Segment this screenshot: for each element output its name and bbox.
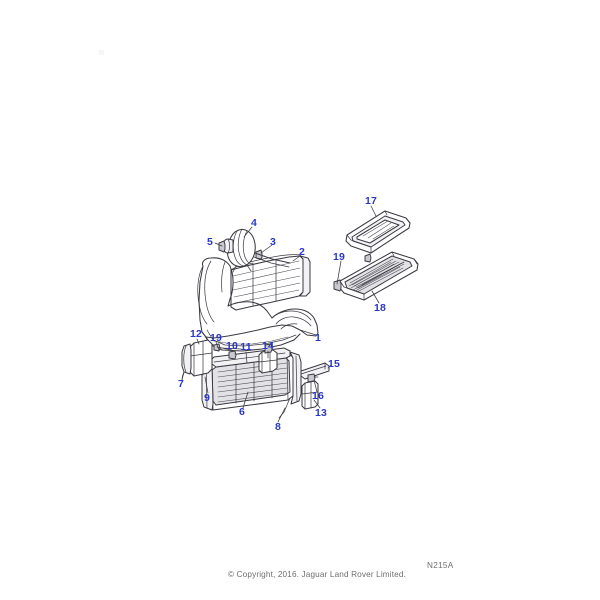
- duct-housing-block: [181, 339, 213, 382]
- callout-8: 8: [274, 420, 282, 433]
- callout-2: 2: [298, 245, 306, 258]
- callout-15: 15: [327, 357, 341, 370]
- callout-9: 9: [203, 391, 211, 404]
- callout-18: 18: [373, 301, 387, 314]
- callout-13: 13: [314, 406, 328, 419]
- callout-19-left: 19: [209, 331, 223, 344]
- leader-lines: [181, 205, 380, 423]
- callout-3: 3: [269, 235, 277, 248]
- callout-16: 16: [311, 389, 325, 402]
- callout-19-upper: 19: [332, 250, 346, 263]
- heater-duct-assembly: [197, 254, 319, 352]
- callout-4: 4: [250, 216, 258, 229]
- callout-5: 5: [206, 235, 214, 248]
- callout-1: 1: [314, 331, 322, 344]
- callout-6: 6: [238, 405, 246, 418]
- mounting-bracket-right: [301, 373, 319, 410]
- vent-flap-actuator: [258, 343, 278, 374]
- figure-reference: N215A: [427, 561, 454, 570]
- flexible-bellows-hose: [218, 228, 291, 273]
- copyright-notice: © Copyright, 2016. Jaguar Land Rover Lim…: [228, 570, 406, 579]
- callout-7: 7: [177, 377, 185, 390]
- small-fixings: [213, 343, 240, 360]
- callout-17: 17: [364, 194, 378, 207]
- callout-14: 14: [261, 339, 275, 352]
- callout-12: 12: [189, 327, 203, 340]
- vent-bezel-frame: [345, 210, 411, 254]
- callout-10: 10: [225, 339, 239, 352]
- demister-louvre-grille: [333, 251, 419, 301]
- callout-11: 11: [240, 340, 252, 353]
- scan-artifact: [99, 50, 104, 55]
